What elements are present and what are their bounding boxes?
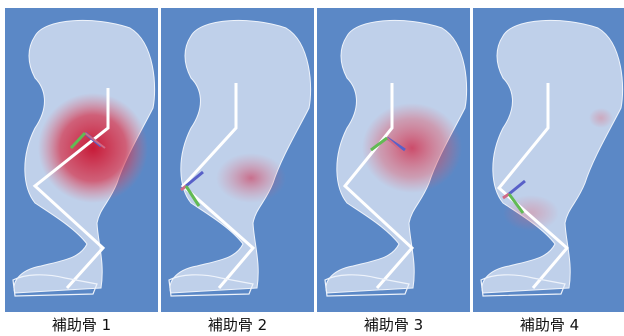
viewport-panel-3 [317, 8, 470, 312]
caption-3: 補助骨 3 [317, 314, 470, 336]
leg-render-3 [317, 8, 470, 312]
caption-2: 補助骨 2 [161, 314, 314, 336]
caption-1: 補助骨 1 [5, 314, 158, 336]
viewport-panel-1 [5, 8, 158, 312]
leg-render-2 [161, 8, 314, 312]
leg-render-4 [473, 8, 624, 312]
weight-influence-upper [589, 108, 613, 128]
weight-influence [38, 93, 148, 203]
caption-4: 補助骨 4 [473, 314, 624, 336]
viewport-panel-2 [161, 8, 314, 312]
leg-mesh [482, 20, 623, 293]
leg-render-1 [5, 8, 158, 312]
weight-influence [216, 153, 286, 203]
viewport-panel-4 [473, 8, 624, 312]
